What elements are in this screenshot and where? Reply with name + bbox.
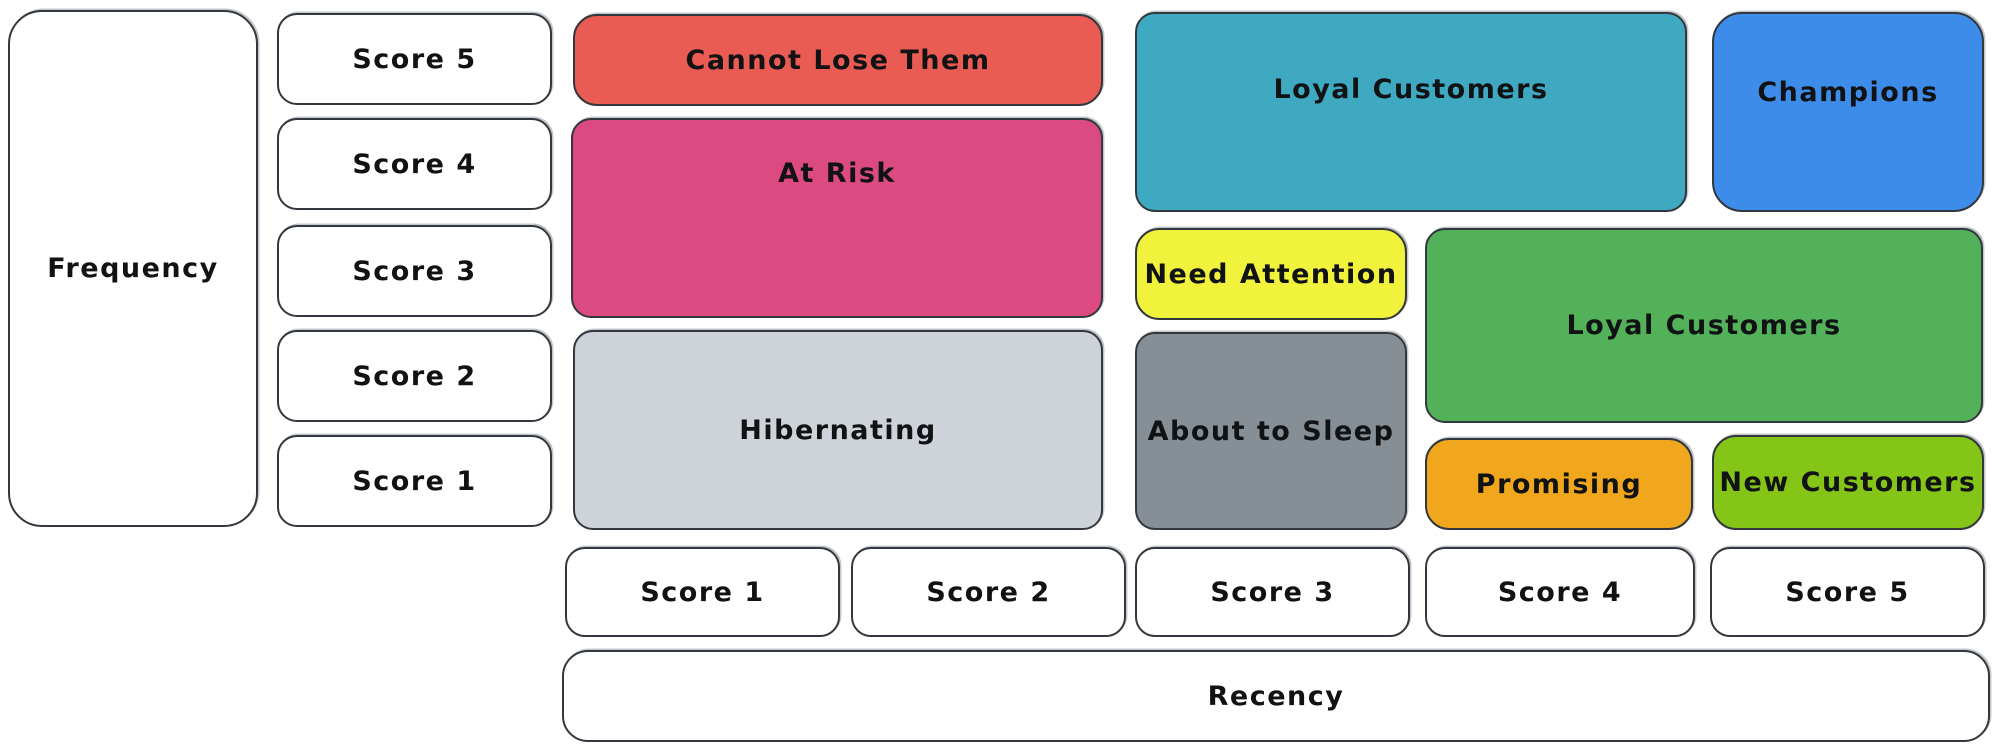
segment-loyal-customers-green: Loyal Customers	[1425, 228, 1983, 423]
segment-promising: Promising	[1425, 438, 1693, 530]
frequency-score-5-box: Score 5	[277, 13, 552, 105]
frequency-axis-label: Frequency	[47, 253, 219, 284]
frequency-score-3-box: Score 3	[277, 225, 552, 317]
recency-score-5-box: Score 5	[1710, 547, 1985, 637]
recency-score-label: Score 1	[640, 576, 765, 608]
recency-score-label: Score 5	[1785, 576, 1910, 608]
segment-hibernating: Hibernating	[573, 330, 1103, 530]
segment-at-risk: At Risk	[571, 118, 1103, 318]
segment-label: Cannot Lose Them	[685, 44, 991, 76]
segment-loyal-customers-teal: Loyal Customers	[1135, 12, 1687, 212]
frequency-score-2-box: Score 2	[277, 330, 552, 422]
recency-score-3-box: Score 3	[1135, 547, 1410, 637]
segment-new-customers: New Customers	[1712, 435, 1984, 530]
segment-label: New Customers	[1719, 467, 1977, 498]
frequency-score-1-box: Score 1	[277, 435, 552, 527]
segment-need-attention: Need Attention	[1135, 228, 1407, 320]
segment-label: Hibernating	[739, 414, 937, 446]
segment-label: Loyal Customers	[1566, 310, 1842, 341]
recency-score-label: Score 3	[1210, 576, 1335, 608]
segment-label: Loyal Customers	[1273, 73, 1549, 105]
recency-axis-box: Recency	[562, 650, 1990, 742]
segment-label: Champions	[1757, 76, 1939, 108]
segment-about-to-sleep: About to Sleep	[1135, 332, 1407, 530]
recency-axis-label: Recency	[1207, 680, 1345, 712]
segment-label: Promising	[1475, 468, 1643, 500]
segment-cannot-lose-them: Cannot Lose Them	[573, 14, 1103, 106]
segment-champions: Champions	[1712, 12, 1984, 212]
segment-label: About to Sleep	[1147, 415, 1395, 447]
recency-score-label: Score 4	[1497, 576, 1623, 608]
recency-score-1-box: Score 1	[565, 547, 840, 637]
frequency-axis-box: Frequency	[8, 10, 258, 527]
frequency-score-label: Score 3	[352, 255, 477, 287]
recency-score-label: Score 2	[926, 576, 1051, 608]
frequency-score-label: Score 4	[352, 148, 477, 180]
frequency-score-4-box: Score 4	[277, 118, 552, 210]
segment-label: At Risk	[778, 157, 896, 189]
recency-score-4-box: Score 4	[1425, 547, 1695, 637]
frequency-score-label: Score 2	[352, 360, 477, 392]
frequency-score-label: Score 1	[352, 465, 477, 497]
frequency-score-label: Score 5	[352, 43, 477, 75]
segment-label: Need Attention	[1144, 258, 1398, 290]
recency-score-2-box: Score 2	[851, 547, 1126, 637]
